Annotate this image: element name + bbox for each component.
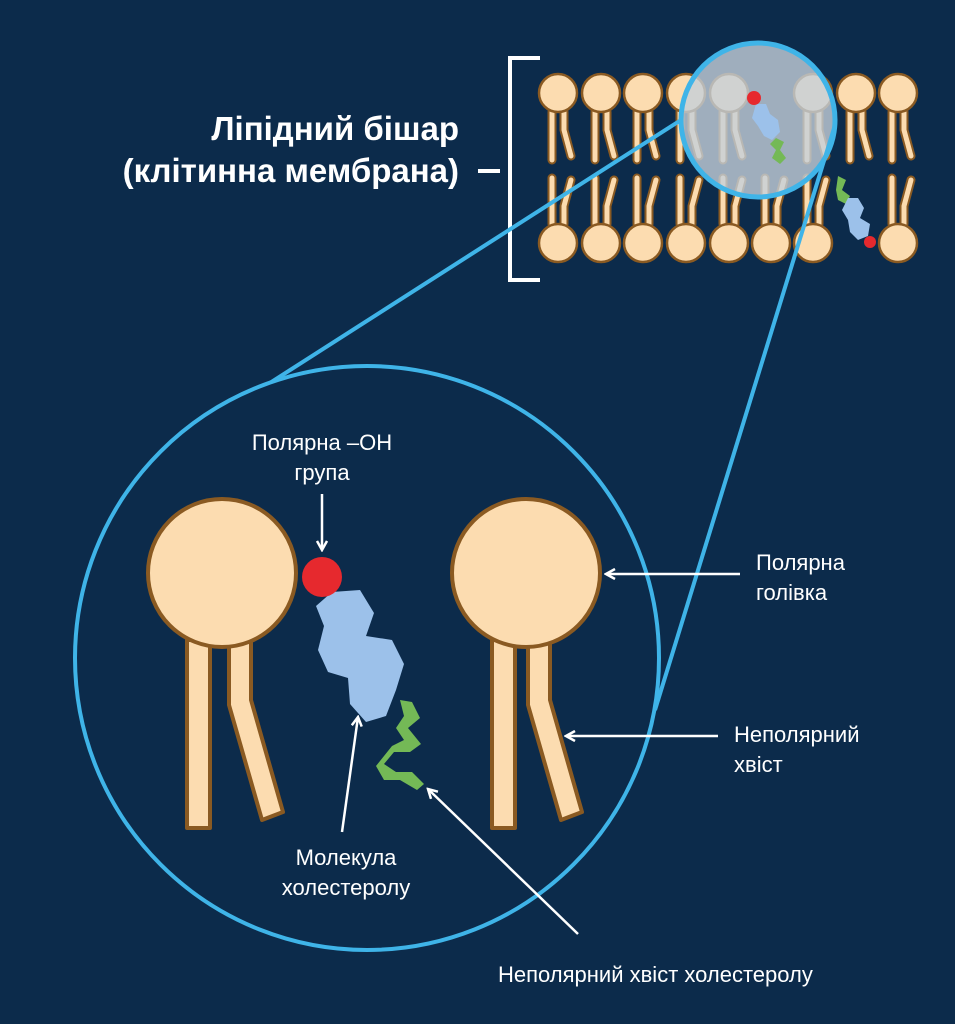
bilayer-tail <box>859 109 872 159</box>
bilayer-head <box>835 72 877 114</box>
bilayer-title-line2: (клітинна мембрана) <box>122 152 459 189</box>
magnifier-line-left <box>210 118 683 422</box>
bilayer-sterol-ring <box>842 198 870 240</box>
bilayer-cholesterol-tail <box>836 176 850 204</box>
oh-group <box>302 557 342 597</box>
label-cholesterol-line2: холестеролу <box>281 875 411 900</box>
label-nonpolar-tail: Неполярний хвіст <box>734 720 860 780</box>
label-oh-group: Полярна –OH група <box>222 428 422 488</box>
bilayer-head <box>708 222 750 264</box>
bilayer-title: Ліпідний бішар (клітинна мембрана) <box>0 108 459 192</box>
bilayer-tail <box>561 109 574 159</box>
label-nonpolar-tail-line2: хвіст <box>734 752 783 777</box>
bilayer-oh-group <box>864 236 876 248</box>
label-polar-head-line1: Полярна <box>756 550 845 575</box>
lens-oh-group <box>747 91 761 105</box>
magnifier-line-right <box>653 124 837 711</box>
lens-cholesterol-tail <box>770 138 786 164</box>
bilayer-head <box>750 222 792 264</box>
lipid-tail-straight <box>185 638 212 830</box>
label-oh-group-line1: Полярна –OH <box>251 430 393 455</box>
bilayer-head <box>622 72 664 114</box>
label-polar-head: Полярна голівка <box>756 548 845 608</box>
bilayer-bracket <box>508 56 540 282</box>
lipid-head <box>450 497 602 649</box>
bilayer-tail <box>646 109 659 159</box>
lens-sterol-ring <box>752 104 780 140</box>
bilayer-tail <box>561 177 574 227</box>
bilayer-head <box>537 222 579 264</box>
lipid-head <box>146 497 298 649</box>
sterol-ring <box>316 590 404 722</box>
lens-content <box>747 91 786 164</box>
bilayer-head <box>580 72 622 114</box>
lipid-tail-straight <box>490 638 517 830</box>
bilayer-tail <box>901 177 914 227</box>
bilayer-head <box>665 222 707 264</box>
bilayer-title-line1: Ліпідний бішар <box>211 110 459 147</box>
bilayer-tail <box>604 177 617 227</box>
bilayer-tail <box>816 177 829 227</box>
label-cholesterol: Молекула холестеролу <box>246 843 446 903</box>
bilayer-head <box>580 222 622 264</box>
cholesterol-molecule <box>302 557 424 790</box>
bilayer-head <box>877 72 919 114</box>
label-nonpolar-tail-line1: Неполярний <box>734 722 860 747</box>
bilayer-tail <box>646 177 659 227</box>
lipid-molecule-left <box>146 497 298 830</box>
bilayer-tail <box>689 177 702 227</box>
label-polar-head-line2: голівка <box>756 580 828 605</box>
label-cholesterol-line1: Молекула <box>295 845 397 870</box>
bilayer-head <box>537 72 579 114</box>
arrow-cholesterol-tail <box>428 789 579 935</box>
lipid-molecule-right <box>450 497 602 830</box>
label-cholesterol-tail: Неполярний хвіст холестеролу <box>498 962 813 987</box>
arrow-cholesterol <box>340 717 358 833</box>
label-oh-group-line2: група <box>294 460 350 485</box>
bilayer-tail <box>901 109 914 159</box>
cholesterol-tail <box>376 700 424 790</box>
bilayer-head <box>622 222 664 264</box>
bilayer-tail <box>604 109 617 159</box>
bilayer-head <box>877 222 919 264</box>
